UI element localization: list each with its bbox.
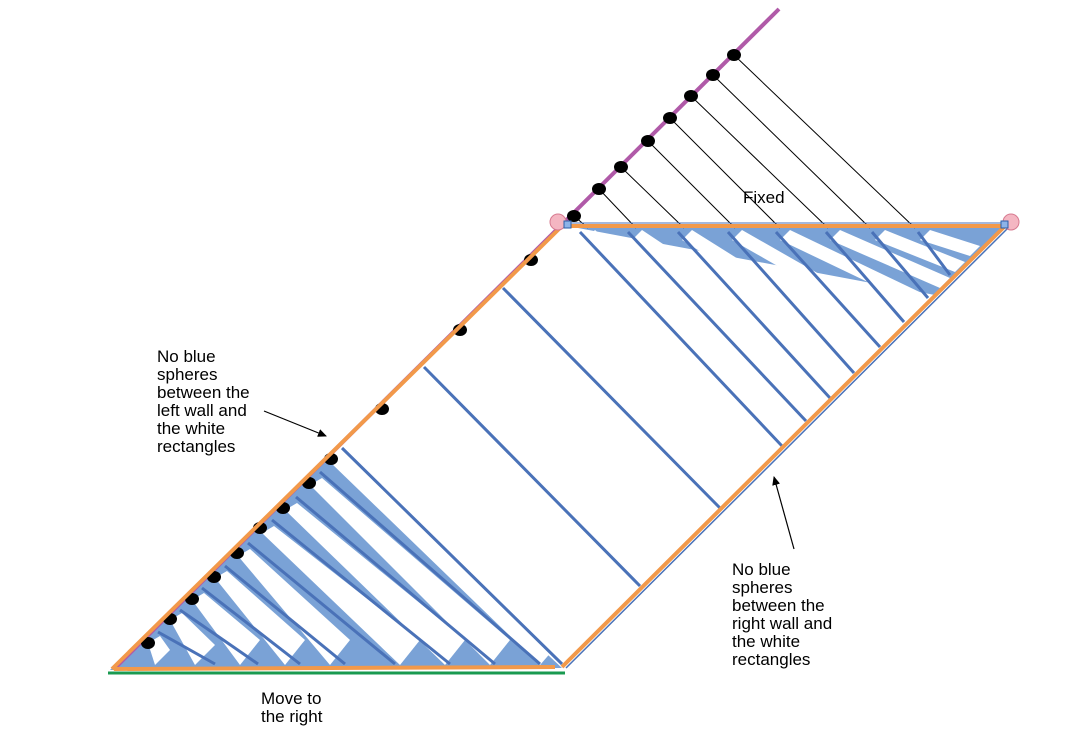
left-corner-marker [563,220,572,229]
separator-line [916,231,952,276]
black-sphere [706,69,720,81]
separator-line [676,230,832,400]
separator-line [422,365,642,588]
left-note-arrow [263,410,327,437]
note-line: the white [732,632,801,651]
white-rectangle [310,478,510,665]
white-rectangle [215,571,305,665]
black-sphere [641,135,655,147]
left-wall [110,224,564,671]
separator-line [774,230,882,349]
white-rectangle [682,230,880,358]
note-line: right wall and [732,614,833,633]
note-line: No blue [157,347,216,366]
separator-line [626,230,808,423]
tether-line [620,166,685,229]
black-sphere [524,254,538,266]
cell-walls [110,224,1007,671]
left-wall-note: No blue spheres between the left wall an… [157,348,250,456]
separator-lines [157,230,952,666]
separator-line [870,231,930,299]
tether-line [647,140,736,229]
right-corner-marker [1000,220,1009,229]
separator-line [224,564,346,666]
separator-line [340,446,564,666]
note-line: left wall and [157,401,247,420]
note-line: spheres [732,578,793,597]
tether-line [598,188,637,229]
white-rectangle [585,230,810,425]
white-rectangle [262,526,420,665]
note-line: between the [157,383,250,402]
tether-line [669,117,781,229]
white-rectangle [192,593,260,665]
white-rectangle [330,455,560,665]
tether-line [690,95,829,229]
note-line: rectangles [732,650,811,669]
bottom-rectangles [148,455,560,665]
separator-line [157,630,216,666]
right-note-arrow [772,476,795,550]
bottom-wall [113,665,556,671]
separator-line [271,518,451,666]
note-line: between the [732,596,825,615]
note-line: the white [157,419,226,438]
note-line: No blue [732,560,791,579]
note-line: Move to [261,689,322,708]
separator-line [501,286,722,510]
separator-line [319,470,541,666]
black-sphere [727,49,741,61]
move-right-note: Move to the right [261,690,322,726]
separator-line [247,541,396,666]
separator-line [578,230,784,448]
top-rectangles [585,230,980,425]
right-wall-edge [565,225,1011,669]
right-wall [560,224,1007,669]
black-sphere [453,324,467,336]
white-rectangle [170,613,215,665]
note-line: rectangles [157,437,236,456]
white-rectangle [875,230,965,272]
separator-line [726,231,856,374]
white-rectangle [780,230,930,307]
white-rectangle [238,549,350,665]
black-sphere [592,183,606,195]
separator-line [179,608,259,666]
black-sphere [567,210,581,222]
white-rectangle [830,230,950,288]
separator-line [824,231,906,323]
black-sphere [141,637,155,649]
separator-line [201,586,301,666]
white-rectangle [632,230,855,382]
white-rectangle [285,503,465,665]
white-rectangle [920,230,980,256]
right-wall-note: No blue spheres between the right wall a… [732,561,832,669]
white-rectangle [732,230,905,333]
fixed-label: Fixed [743,188,785,207]
black-sphere [663,112,677,124]
separator-line [295,495,496,666]
black-sphere [614,161,628,173]
black-sphere [684,90,698,102]
tethers [573,54,916,229]
tether-line [712,74,871,229]
tether-line [733,54,916,229]
note-line: spheres [157,365,218,384]
note-line: the right [261,707,323,726]
